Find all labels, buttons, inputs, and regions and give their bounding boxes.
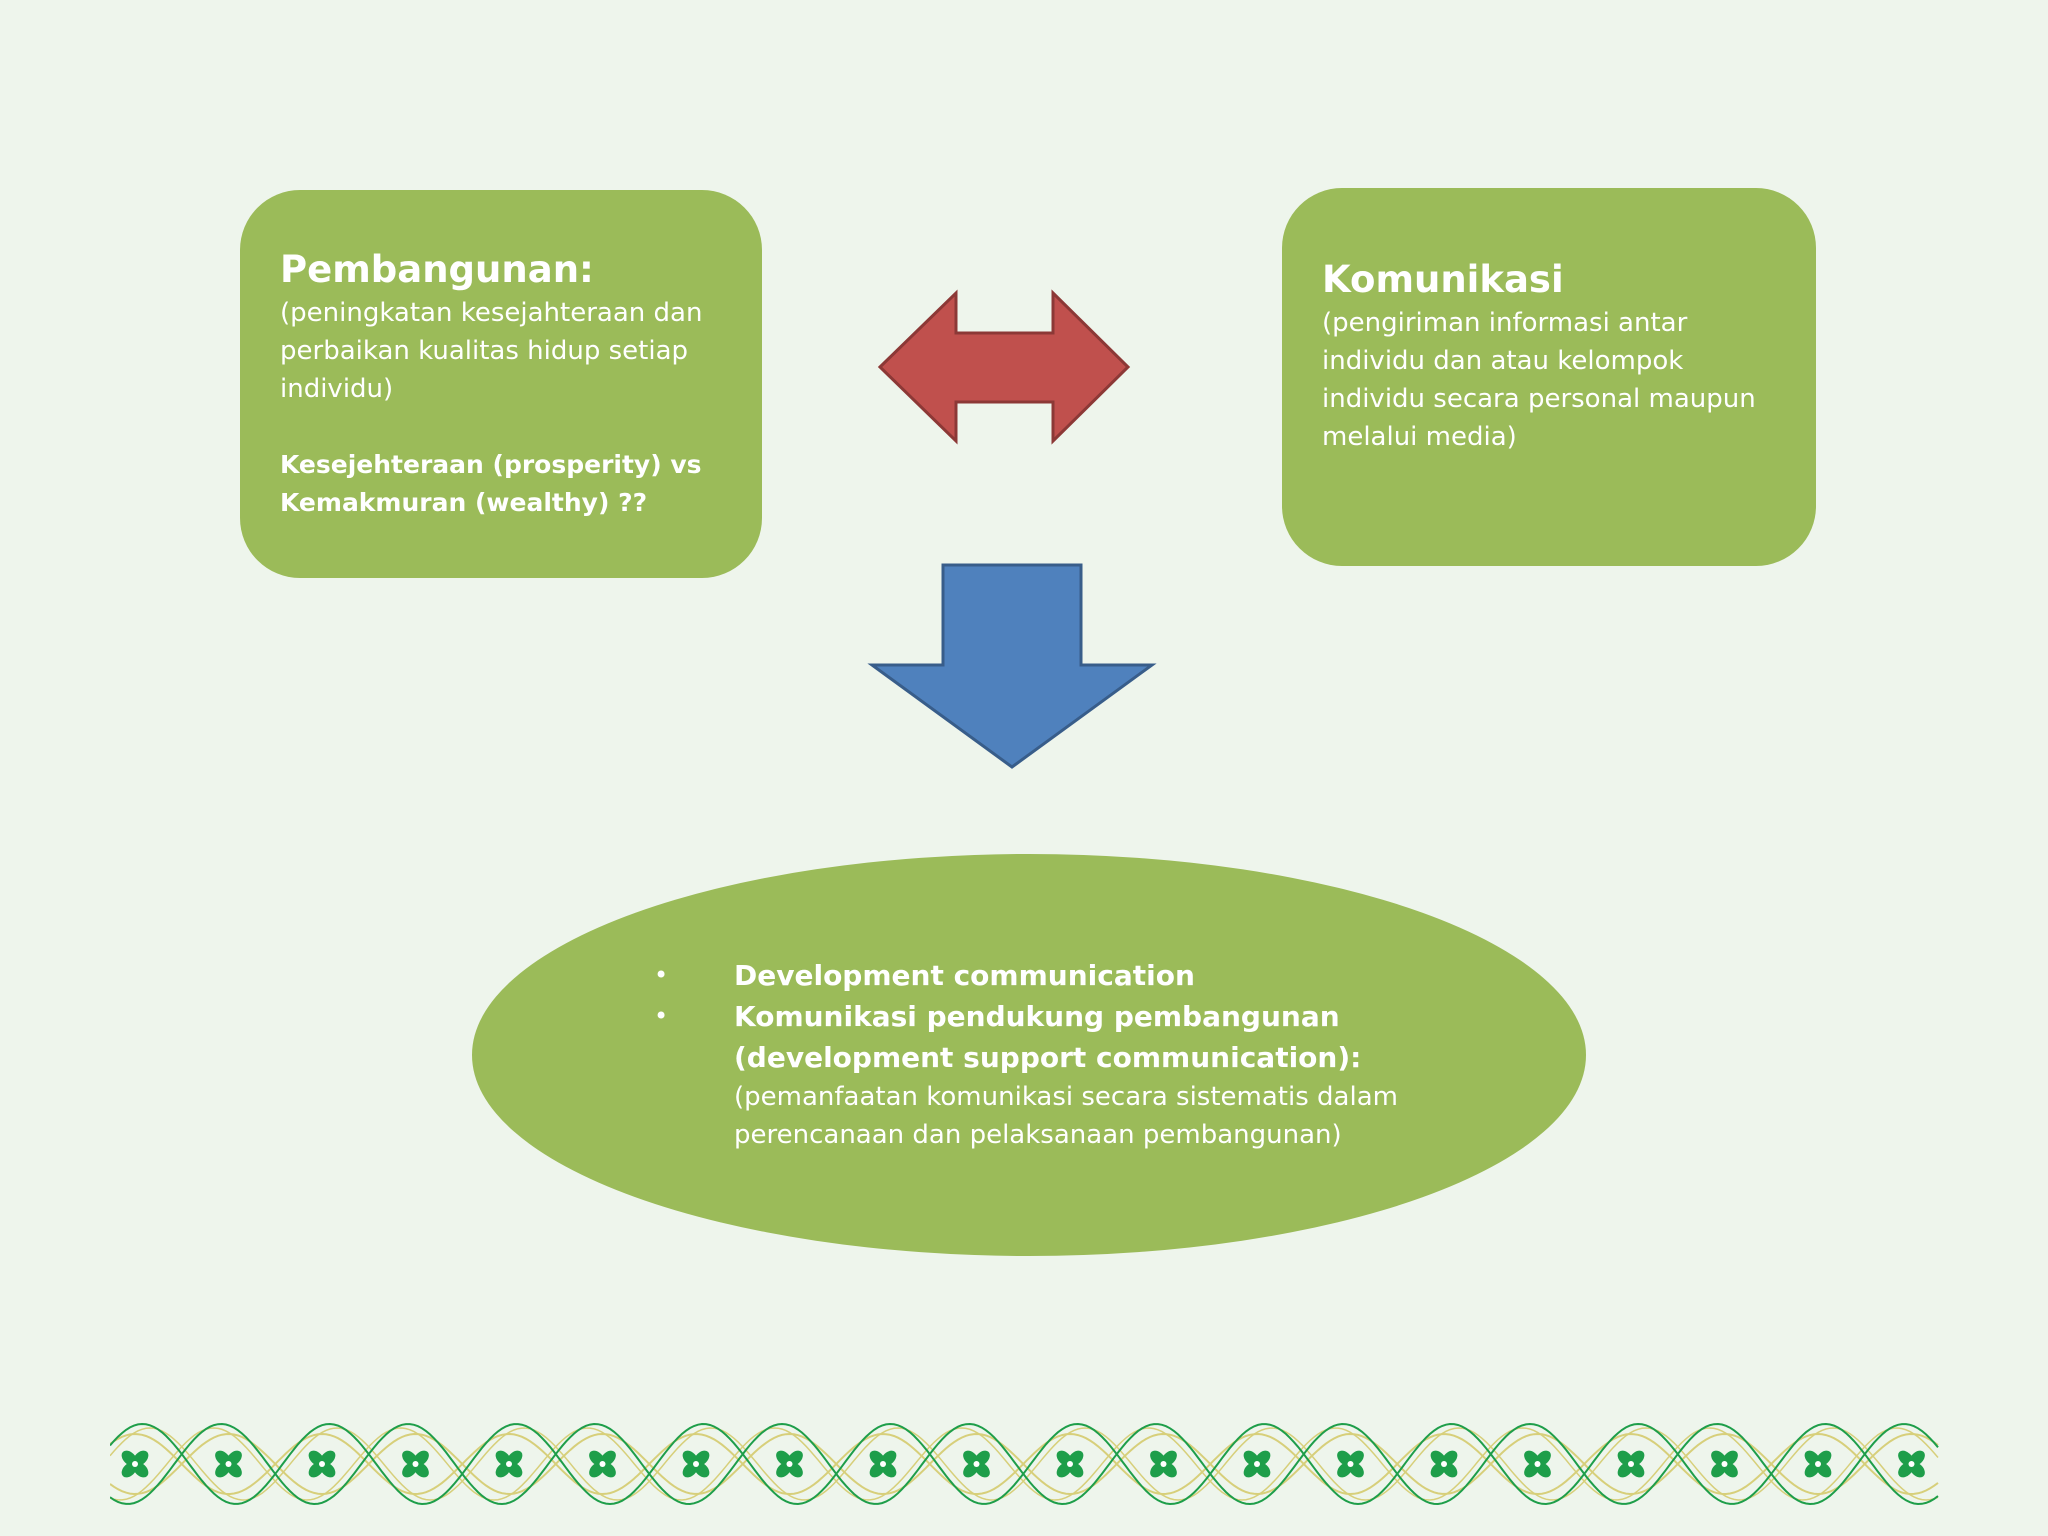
bullet-text: Komunikasi pendukung pembangunan (develo… bbox=[734, 1000, 1362, 1074]
ornament-wave bbox=[110, 1427, 1939, 1501]
pembangunan-box: Pembangunan: (peningkatan kesejahteraan … bbox=[240, 190, 762, 578]
clover-icon bbox=[1898, 1450, 1925, 1478]
komunikasi-title: Komunikasi bbox=[1322, 258, 1564, 301]
clover-icon bbox=[1617, 1450, 1645, 1478]
down-arrow-icon bbox=[867, 563, 1157, 769]
clover-icon bbox=[1711, 1450, 1738, 1478]
clover-icon bbox=[495, 1450, 523, 1478]
bullet-dot: • bbox=[654, 961, 669, 989]
clover-icon bbox=[776, 1450, 803, 1478]
pembangunan-note-line1: Kesejehteraan (prosperity) vs bbox=[280, 450, 702, 479]
clover-icon bbox=[1056, 1450, 1084, 1478]
double-arrow-icon bbox=[877, 289, 1131, 445]
clover-icon bbox=[963, 1450, 990, 1478]
clover-icon bbox=[1524, 1450, 1551, 1478]
bullet-text: Development communication bbox=[734, 959, 1195, 992]
bullet-dot: • bbox=[654, 1002, 669, 1030]
pembangunan-description: (peningkatan kesejahteraan dan perbaikan… bbox=[280, 298, 703, 404]
bullet-subtext: (pemanfaatan komunikasi secara sistemati… bbox=[734, 1082, 1398, 1150]
clover-icon bbox=[1804, 1450, 1832, 1478]
komunikasi-description: (pengiriman informasi antar individu dan… bbox=[1322, 308, 1756, 452]
clover-icon bbox=[1337, 1450, 1364, 1478]
ellipse-content: • Development communication • Komunikasi… bbox=[650, 955, 1450, 1154]
clover-icon bbox=[215, 1450, 242, 1478]
bullet-item: • Komunikasi pendukung pembangunan (deve… bbox=[650, 996, 1450, 1154]
clover-icon bbox=[402, 1450, 429, 1478]
clover-icon bbox=[1243, 1450, 1271, 1478]
ornament-wave bbox=[110, 1422, 1939, 1506]
clover-icon bbox=[869, 1450, 897, 1478]
development-communication-ellipse bbox=[472, 854, 1586, 1256]
clover-icon bbox=[589, 1450, 616, 1478]
clover-icon bbox=[121, 1450, 149, 1478]
pembangunan-note: Kesejehteraan (prosperity) vs Kemakmuran… bbox=[280, 446, 732, 522]
ornament-wave bbox=[110, 1427, 1939, 1501]
ornament-wave bbox=[110, 1422, 1939, 1506]
ornament-wave bbox=[110, 1432, 1939, 1496]
komunikasi-box: Komunikasi (pengiriman informasi antar i… bbox=[1282, 188, 1816, 566]
clover-icon bbox=[1430, 1450, 1458, 1478]
pembangunan-note-line2: Kemakmuran (wealthy) ?? bbox=[280, 488, 648, 517]
clover-icon bbox=[682, 1450, 710, 1478]
bullet-item: • Development communication bbox=[650, 955, 1450, 996]
clover-icon bbox=[308, 1450, 336, 1478]
clover-icon bbox=[1150, 1450, 1177, 1478]
decorative-border bbox=[110, 1422, 1939, 1506]
pembangunan-title: Pembangunan: bbox=[280, 248, 594, 291]
